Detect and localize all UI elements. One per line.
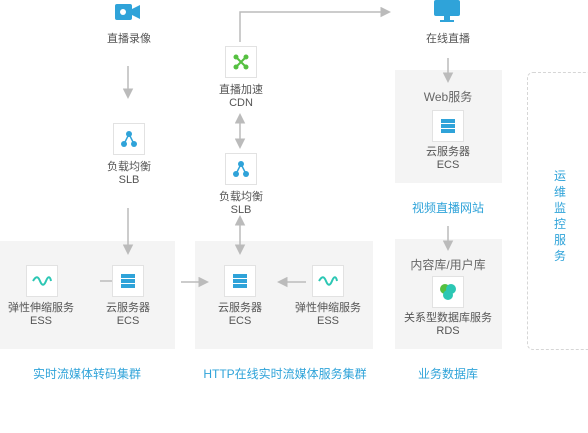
ecs-mid-label-1: 云服务器 [218,302,262,314]
ess-left-label-2: ESS [29,315,53,327]
transcode-cluster-caption: 实时流媒体转码集群 [32,367,142,381]
cdn-label-2: CDN [229,97,253,109]
autoscaling-icon [318,276,338,286]
cdn-label-1: 直播加速 [219,84,263,96]
live-record-label: 直播录像 [107,33,151,45]
ecs-web-label-2: ECS [436,159,460,171]
web-service-label: Web服务 [423,90,473,104]
server-icon [233,274,247,288]
database-icon [440,284,456,300]
content-db-label: 内容库/用户库 [410,258,486,272]
rds-label-1: 关系型数据库服务 [404,312,492,324]
monitoring-caption: 运维监控服务 [553,169,566,263]
business-db-caption: 业务数据库 [417,367,479,381]
slb-left-label-2: SLB [118,174,140,186]
slb-left-node[interactable] [113,123,145,155]
monitor-icon [432,0,462,24]
slb-mid-label-1: 负载均衡 [219,191,263,203]
monitoring-panel [527,72,588,350]
ess-mid-label-2: ESS [316,315,340,327]
ess-left-label-1: 弹性伸缩服务 [8,302,74,314]
ecs-left-node[interactable] [112,265,144,297]
cdn-icon [233,54,249,70]
rds-node[interactable] [432,276,464,308]
load-balancer-icon [233,161,249,177]
live-broadcast-label: 在线直播 [426,33,470,45]
ecs-mid-label-2: ECS [228,315,252,327]
ecs-left-label-1: 云服务器 [106,302,150,314]
rds-label-2: RDS [436,325,460,337]
http-cluster-caption: HTTP在线实时流媒体服务集群 [203,367,367,381]
ecs-mid-node[interactable] [224,265,256,297]
slb-mid-label-2: SLB [230,204,252,216]
ecs-web-label-1: 云服务器 [426,146,470,158]
camera-icon [113,2,143,22]
ess-mid-node[interactable] [312,265,344,297]
ecs-left-label-2: ECS [116,315,140,327]
server-icon [441,119,455,133]
ess-mid-label-1: 弹性伸缩服务 [295,302,361,314]
slb-left-label-1: 负载均衡 [107,161,151,173]
slb-mid-node[interactable] [225,153,257,185]
cdn-node[interactable] [225,46,257,78]
server-icon [121,274,135,288]
ess-left-node[interactable] [26,265,58,297]
load-balancer-icon [121,131,137,147]
video-site-caption: 视频直播网站 [411,201,485,215]
autoscaling-icon [32,276,52,286]
ecs-web-node[interactable] [432,110,464,142]
